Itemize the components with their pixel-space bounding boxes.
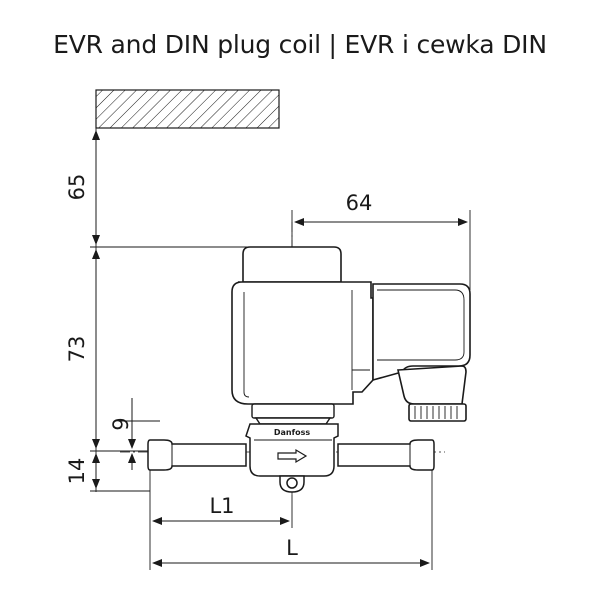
pipe-left <box>147 439 247 471</box>
coil-contours <box>243 289 465 398</box>
armature-nut <box>251 403 335 425</box>
dim-65: 65 <box>65 174 89 201</box>
dim-9: 9 <box>109 417 133 430</box>
page-title: EVR and DIN plug coil | EVR i cewka DIN <box>53 30 547 59</box>
coil-assembly <box>231 246 471 422</box>
valve-body <box>245 423 339 493</box>
dim-l: L <box>286 536 298 560</box>
dim-l1: L1 <box>209 494 234 518</box>
cable-gland-grooves <box>414 406 458 419</box>
dim-64: 64 <box>346 191 373 215</box>
dimension-lines <box>92 130 468 567</box>
dim-73: 73 <box>65 336 89 363</box>
flow-arrow-icon <box>277 448 308 464</box>
pipe-right <box>337 439 435 471</box>
brand-label: Danfoss <box>274 428 310 437</box>
dim-14: 14 <box>65 458 89 485</box>
mounting-surface <box>95 89 280 129</box>
